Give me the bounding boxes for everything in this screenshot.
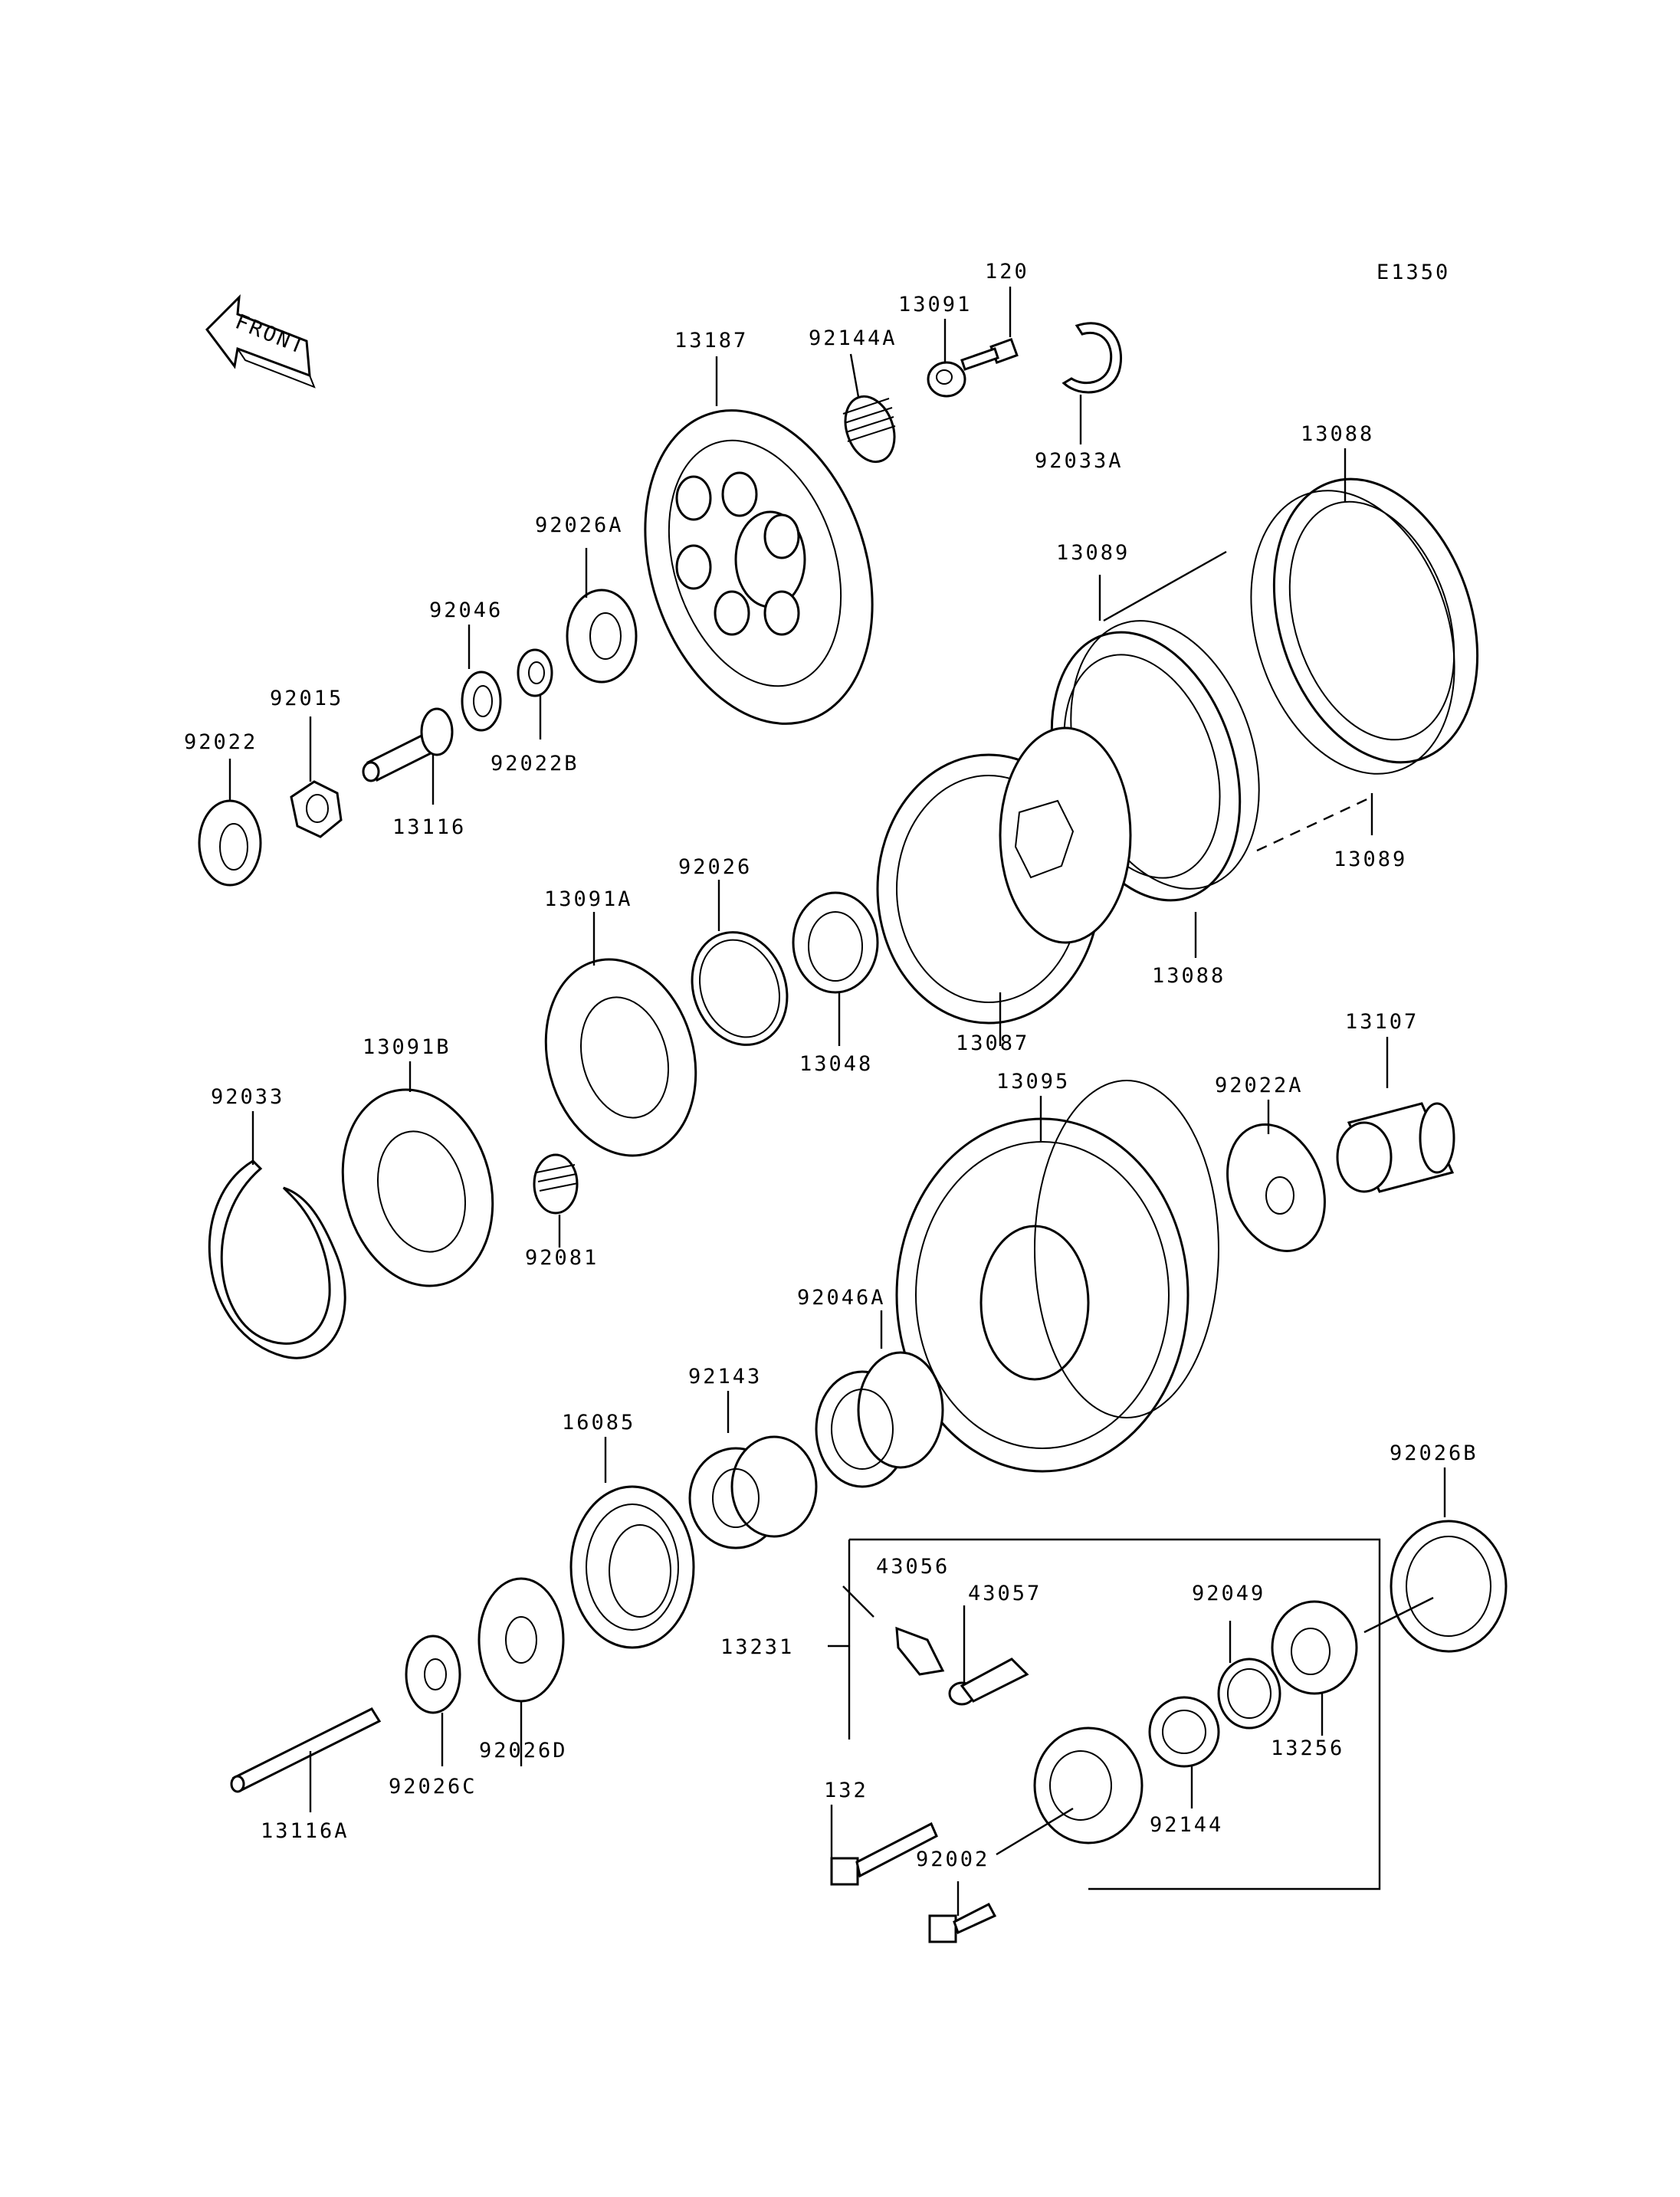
rod-13116A-icon bbox=[230, 1707, 382, 1793]
snap-ring-92033A-icon bbox=[1061, 322, 1123, 394]
spring-92144A-icon bbox=[842, 395, 896, 464]
clutch-hub-13087-icon bbox=[876, 726, 1132, 1025]
seal-92049-icon bbox=[1217, 1658, 1281, 1730]
label-92143: 92143 bbox=[688, 1365, 762, 1389]
label-16085: 16085 bbox=[562, 1411, 635, 1435]
label-92026A: 92026A bbox=[535, 513, 624, 537]
label-92081: 92081 bbox=[525, 1246, 599, 1270]
spring-92081-icon bbox=[533, 1153, 579, 1215]
label-13116: 13116 bbox=[392, 815, 466, 839]
label-120: 120 bbox=[985, 260, 1029, 284]
label-13256: 13256 bbox=[1271, 1736, 1344, 1760]
gasket-92026B-icon bbox=[1390, 1520, 1508, 1653]
label-92022: 92022 bbox=[184, 730, 258, 754]
bushing-92143-icon bbox=[688, 1435, 818, 1549]
front-arrow-icon: FRONT bbox=[205, 294, 316, 389]
assembly-bracket-13231 bbox=[828, 1538, 1381, 1890]
label-92022A: 92022A bbox=[1215, 1074, 1304, 1097]
bearing-92046-icon bbox=[461, 671, 502, 732]
label-13231: 13231 bbox=[720, 1635, 794, 1659]
label-13107: 13107 bbox=[1345, 1010, 1419, 1034]
washer-92026A-icon bbox=[566, 589, 638, 684]
label-13089-upper: 13089 bbox=[1056, 541, 1130, 565]
label-13088-lower: 13088 bbox=[1152, 964, 1226, 988]
nut-13091-icon bbox=[927, 361, 966, 398]
clutch-housing-13095-icon bbox=[895, 1080, 1219, 1473]
pressure-plate-13187-icon bbox=[644, 409, 874, 725]
bleeder-43056-icon bbox=[895, 1626, 945, 1676]
circlip-92033-icon bbox=[208, 1159, 346, 1359]
diagram-code-label: E1350 bbox=[1376, 261, 1450, 284]
label-92026: 92026 bbox=[678, 855, 752, 879]
washer-92022B-icon bbox=[517, 648, 553, 697]
label-13116A: 13116A bbox=[261, 1819, 349, 1843]
release-cover-13231-icon bbox=[1033, 1726, 1144, 1844]
gear-16085-icon bbox=[569, 1485, 695, 1649]
sleeve-13107-icon bbox=[1336, 1102, 1455, 1193]
label-13091B: 13091B bbox=[363, 1035, 451, 1059]
needle-bearing-92046A-icon bbox=[815, 1351, 944, 1488]
bolt-120-icon bbox=[960, 337, 1019, 371]
part-labels: 120 13091 92144A 13187 92033A 13088 1308… bbox=[184, 260, 1478, 1871]
washer-92022A-icon bbox=[1226, 1123, 1326, 1252]
pushrod-13116-icon bbox=[362, 707, 454, 782]
spring-92144-icon bbox=[1148, 1696, 1220, 1768]
label-13091A: 13091A bbox=[544, 887, 633, 911]
label-13088-upper: 13088 bbox=[1301, 422, 1374, 446]
plate-13091B-icon bbox=[341, 1088, 494, 1287]
bearing-13256-icon bbox=[1271, 1600, 1358, 1695]
label-92144A: 92144A bbox=[809, 326, 897, 350]
label-92022B: 92022B bbox=[491, 752, 579, 776]
bolt-132-icon bbox=[830, 1822, 938, 1886]
label-13187: 13187 bbox=[674, 329, 748, 353]
label-92033A: 92033A bbox=[1035, 449, 1124, 473]
label-43056: 43056 bbox=[876, 1555, 950, 1579]
label-43057: 43057 bbox=[968, 1582, 1042, 1605]
label-13048: 13048 bbox=[799, 1052, 873, 1076]
washer-92026D-icon bbox=[477, 1577, 565, 1703]
label-92026B: 92026B bbox=[1390, 1441, 1478, 1465]
ring-92026-icon bbox=[691, 931, 789, 1046]
label-92033: 92033 bbox=[211, 1085, 284, 1109]
collar-13048-icon bbox=[792, 891, 879, 994]
friction-plate-13088-upper-icon bbox=[1250, 477, 1479, 775]
nut-92015-icon bbox=[290, 780, 343, 838]
washer-92022-icon bbox=[198, 799, 262, 887]
label-13091: 13091 bbox=[898, 293, 972, 316]
plate-13091A-icon bbox=[544, 958, 697, 1157]
label-92026D: 92026D bbox=[479, 1739, 568, 1763]
label-92046A: 92046A bbox=[797, 1286, 886, 1310]
cap-43057-icon bbox=[948, 1658, 1029, 1706]
label-92015: 92015 bbox=[270, 687, 343, 710]
label-13087: 13087 bbox=[956, 1031, 1029, 1055]
label-92026C: 92026C bbox=[389, 1775, 477, 1799]
leader-lines bbox=[228, 287, 1446, 1916]
bolt-92002-icon bbox=[928, 1902, 997, 1943]
label-92049: 92049 bbox=[1192, 1582, 1265, 1605]
label-132: 132 bbox=[824, 1779, 868, 1802]
label-13089-lower: 13089 bbox=[1334, 848, 1407, 871]
label-13095: 13095 bbox=[996, 1070, 1070, 1094]
label-92002: 92002 bbox=[916, 1848, 989, 1871]
label-92144: 92144 bbox=[1150, 1813, 1223, 1837]
label-92046: 92046 bbox=[429, 598, 503, 622]
washer-92026C-icon bbox=[405, 1635, 461, 1714]
